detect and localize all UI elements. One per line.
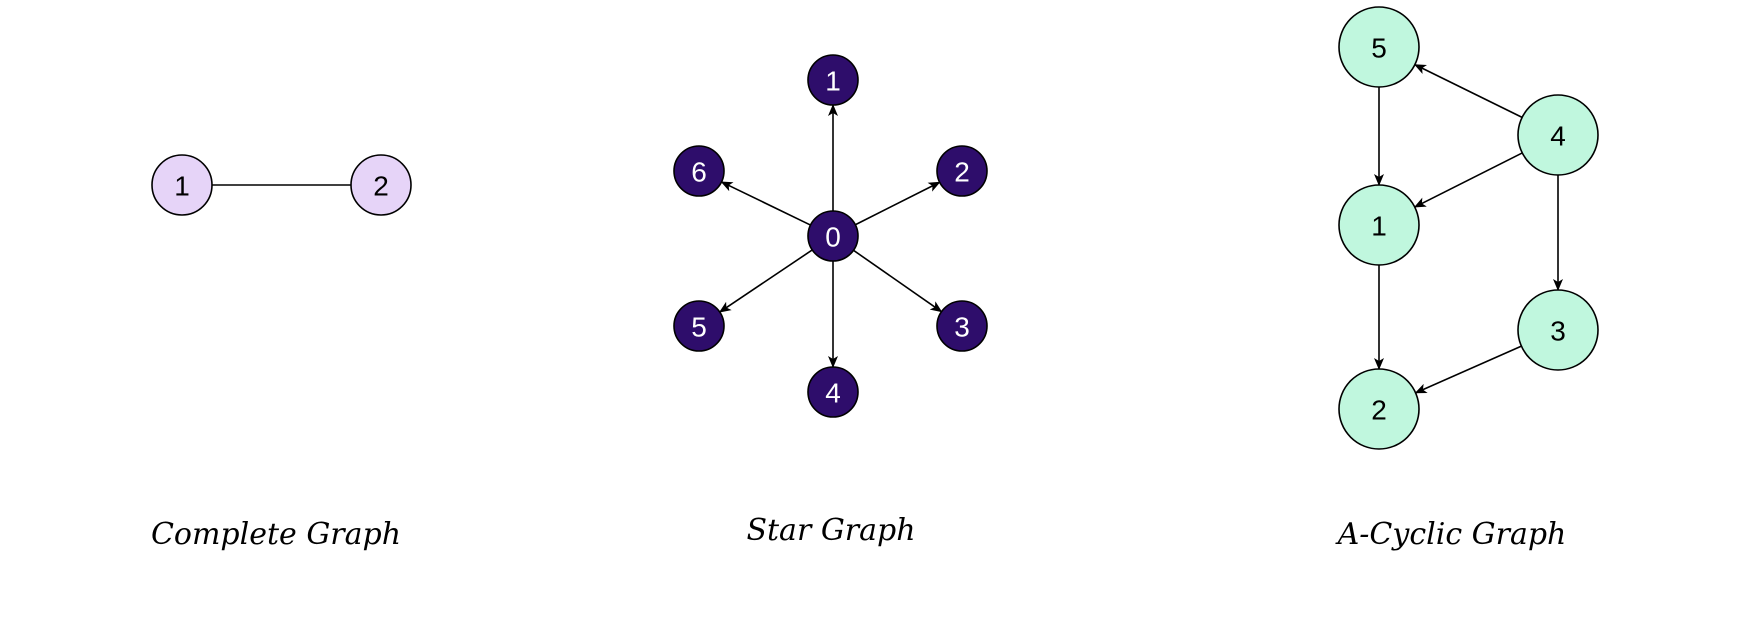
acyclic-edge-4-5	[1413, 63, 1523, 119]
complete-graph-caption: Complete Graph	[151, 517, 401, 552]
star-node-6-circle	[673, 145, 725, 197]
star-node-2-circle	[936, 145, 988, 197]
star-node-5-circle	[673, 300, 725, 352]
star-node-4-circle	[807, 366, 859, 418]
star-node-5-label: 5	[691, 312, 707, 343]
acyclic-node-1-label: 1	[1371, 211, 1387, 242]
acyclic-node-4-circle	[1517, 94, 1599, 176]
star-node-0-label: 0	[825, 222, 841, 253]
acyclic-node-3: 3	[1517, 289, 1599, 371]
acyclic-edge-4-1	[1413, 152, 1523, 208]
acyclic-node-5-label: 5	[1371, 33, 1387, 64]
acyclic-node-4: 4	[1517, 94, 1599, 176]
acyclic-node-2: 2	[1338, 368, 1420, 450]
complete-node-2-circle	[350, 154, 412, 216]
star-node-2-label: 2	[954, 157, 970, 188]
acyclic-node-2-label: 2	[1371, 395, 1387, 426]
acyclic-graph-caption: A-Cyclic Graph	[1335, 517, 1567, 552]
star-node-3: 3	[936, 300, 988, 352]
complete-node-1-label: 1	[174, 171, 190, 202]
acyclic-node-5-circle	[1338, 6, 1420, 88]
acyclic-node-3-circle	[1517, 289, 1599, 371]
star-node-0-circle	[807, 210, 859, 262]
acyclic-node-4-label: 4	[1550, 121, 1566, 152]
star-node-1-circle	[807, 54, 859, 106]
acyclic-node-5: 5	[1338, 6, 1420, 88]
complete-node-2: 2	[350, 154, 412, 216]
star-node-6: 6	[673, 145, 725, 197]
acyclic-edge-3-2	[1414, 345, 1522, 394]
star-node-0: 0	[807, 210, 859, 262]
star-edge-0-5	[718, 249, 813, 313]
acyclic-node-3-label: 3	[1550, 316, 1566, 347]
star-node-3-label: 3	[954, 312, 970, 343]
acyclic-node-1: 1	[1338, 184, 1420, 266]
star-edge-0-2	[854, 181, 941, 226]
star-node-2: 2	[936, 145, 988, 197]
star-node-1-label: 1	[825, 66, 841, 97]
star-edge-0-3	[853, 249, 943, 313]
star-node-4-label: 4	[825, 378, 841, 409]
complete-node-2-label: 2	[373, 171, 389, 202]
nodes-layer: 1 2 0 1 2 3 4 5 6 5 4 1 3 2	[151, 6, 1599, 450]
complete-node-1-circle	[151, 154, 213, 216]
star-edge-0-6	[720, 181, 811, 226]
star-node-4: 4	[807, 366, 859, 418]
star-node-3-circle	[936, 300, 988, 352]
star-node-6-label: 6	[691, 157, 707, 188]
star-node-5: 5	[673, 300, 725, 352]
acyclic-node-2-circle	[1338, 368, 1420, 450]
complete-node-1: 1	[151, 154, 213, 216]
star-graph-caption: Star Graph	[746, 513, 915, 548]
edges-layer	[212, 63, 1563, 394]
captions-layer: Complete Graph Star Graph A-Cyclic Graph	[151, 513, 1566, 552]
acyclic-node-1-circle	[1338, 184, 1420, 266]
star-node-1: 1	[807, 54, 859, 106]
